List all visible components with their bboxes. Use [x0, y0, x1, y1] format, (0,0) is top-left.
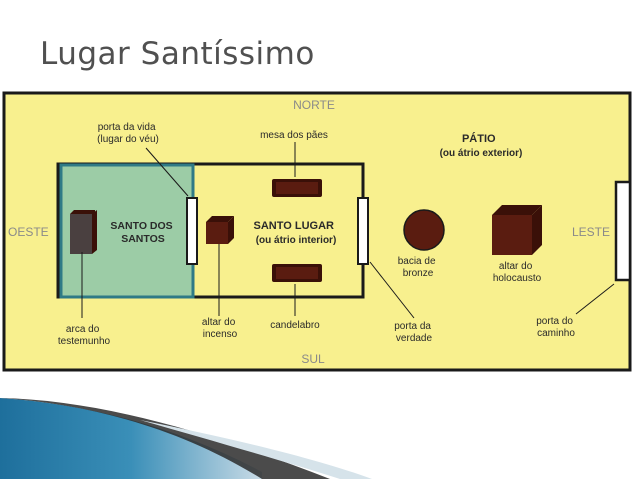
- ark-of-testimony-icon: [70, 210, 97, 254]
- bronze-basin-icon: [403, 209, 445, 251]
- label-ark: arca do testemunho: [58, 324, 111, 347]
- label-holy-place: SANTO LUGAR (ou átrio interior): [254, 216, 339, 246]
- label-altar-burnt-offering: altar do holocausto: [493, 261, 542, 284]
- label-door-of-truth: porta da verdade: [394, 321, 433, 344]
- door-of-way: [614, 180, 632, 282]
- compass-west: OESTE: [8, 225, 49, 239]
- door-of-truth: [357, 197, 369, 265]
- label-holy-of-holies: SANTO DOS SANTOS: [110, 220, 175, 245]
- label-door-of-life: porta da vida (lugar do véu): [97, 122, 159, 145]
- compass-north: NORTE: [293, 98, 335, 112]
- label-bronze-basin: bacia de bronze: [398, 256, 439, 279]
- label-door-of-way: porta do caminho: [536, 316, 575, 339]
- slide-title: Lugar Santíssimo: [40, 36, 315, 72]
- leader-lines: [81, 142, 615, 319]
- label-altar-incense: altar do incenso: [202, 317, 238, 340]
- altar-of-incense-icon: [206, 216, 234, 244]
- lampstand-icon: [272, 264, 322, 282]
- door-of-life: [186, 197, 198, 265]
- compass-south: SUL: [301, 352, 325, 366]
- label-lampstand: candelabro: [270, 320, 320, 331]
- decorative-swoosh: [0, 398, 372, 479]
- label-table-of-bread: mesa dos pães: [260, 130, 328, 141]
- table-of-bread-icon: [272, 179, 322, 197]
- compass-east: LESTE: [572, 225, 610, 239]
- altar-of-burnt-offering-icon: [492, 205, 542, 255]
- label-courtyard: PÁTIO (ou átrio exterior): [440, 129, 523, 159]
